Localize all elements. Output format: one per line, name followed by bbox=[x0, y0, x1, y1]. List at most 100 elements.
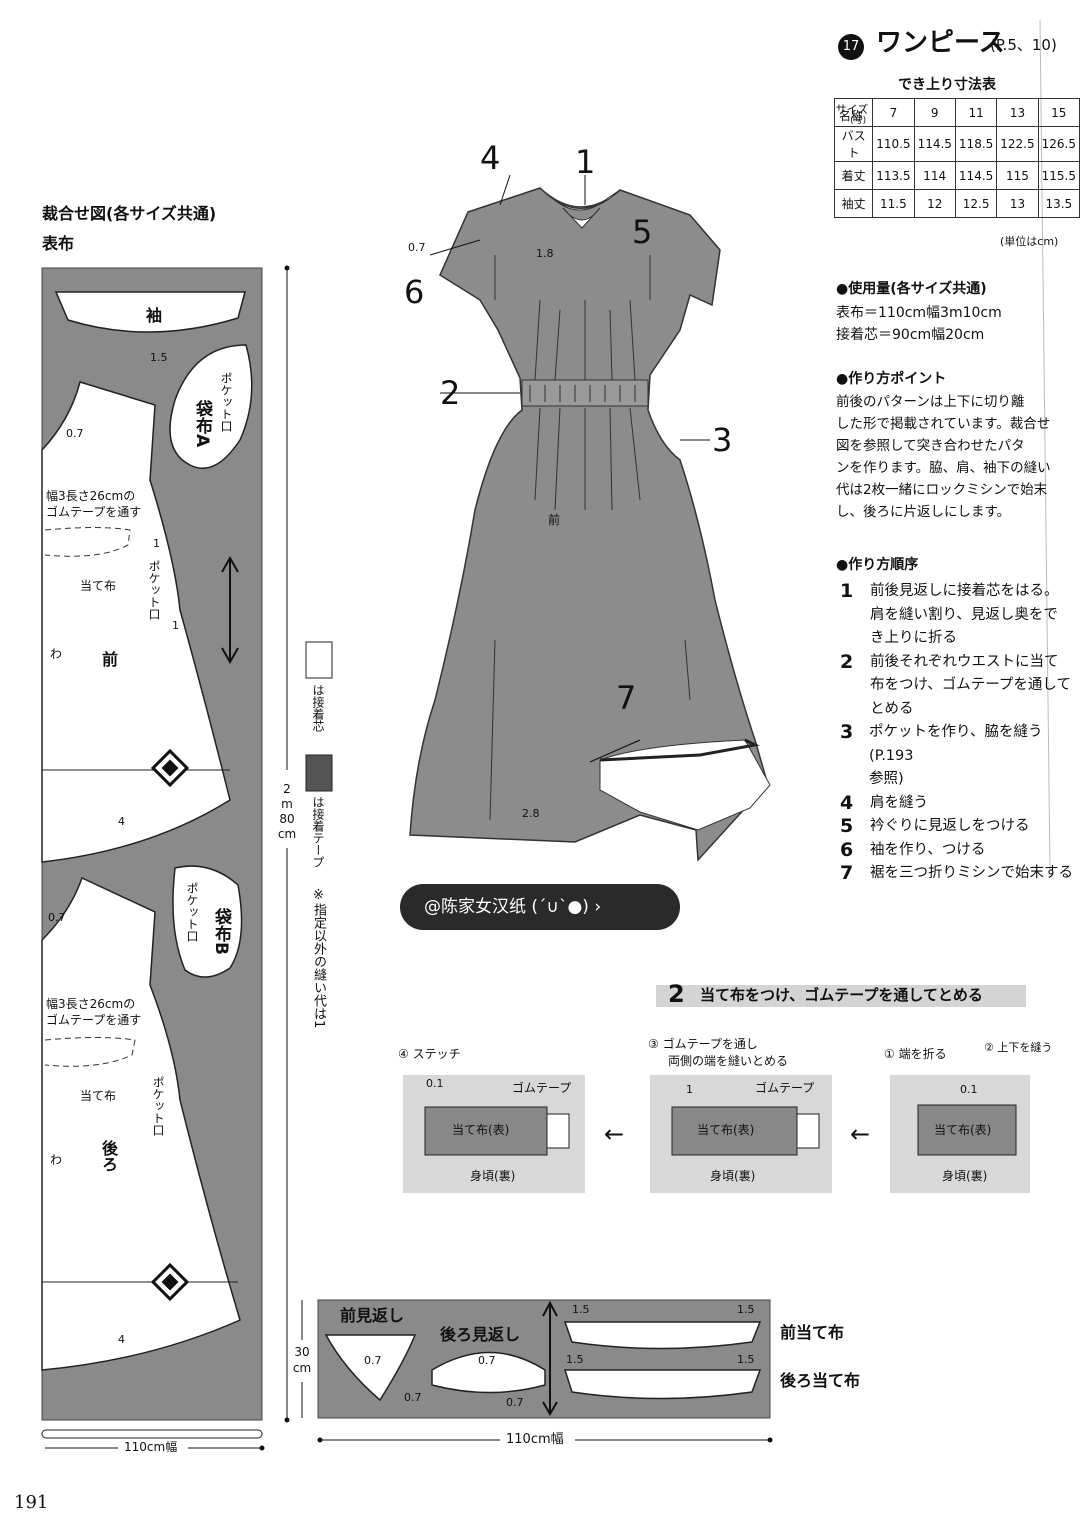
elastic-label: ゴムテープ bbox=[755, 1081, 815, 1095]
step-number: 5 bbox=[840, 815, 854, 837]
fold-label: わ bbox=[50, 1153, 63, 1167]
cell: 11.5 bbox=[872, 189, 915, 218]
step2-title: 当て布をつけ、ゴムテープを通してとめる bbox=[700, 986, 983, 1004]
step-text: ポケットを作り、脇を縫う(P.193 bbox=[869, 724, 1043, 764]
step-number: 2 bbox=[840, 650, 854, 673]
facing-cloth-label: 当て布 bbox=[80, 1089, 117, 1103]
patch-label: 当て布(表) bbox=[697, 1123, 755, 1137]
seam-one: 1 bbox=[172, 619, 179, 632]
length-part: 2 bbox=[283, 782, 291, 796]
dress-shoulder-seam: 0.7 bbox=[408, 241, 426, 254]
watermark-badge[interactable]: @陈家女汉纸 (´∪`●) › bbox=[400, 884, 680, 930]
patch-label: 当て布(表) bbox=[452, 1123, 510, 1137]
dress-neck-seam: 1.8 bbox=[536, 247, 554, 260]
front-label: 前 bbox=[102, 650, 119, 669]
back-label: 後ろ bbox=[99, 1140, 118, 1172]
pocket-opening-label: ポケット口 bbox=[151, 1076, 165, 1136]
facing-seam: 0.7 bbox=[404, 1391, 422, 1404]
step-text: 参照) bbox=[869, 771, 904, 787]
legend-tape: は接着テープ bbox=[311, 796, 325, 868]
size-col: 9 bbox=[913, 98, 956, 127]
facing-seam: 0.7 bbox=[364, 1354, 382, 1367]
bodice-label: 身頃(裏) bbox=[470, 1169, 516, 1183]
step-text: 裾を三つ折りミシンで始末する bbox=[870, 865, 1073, 881]
facing-cloth-label: 当て布 bbox=[80, 579, 117, 593]
cell: 12 bbox=[913, 189, 956, 218]
dress-step-label: 3 bbox=[712, 421, 733, 459]
step-text: 布をつけ、ゴムテープを通して bbox=[870, 677, 1071, 693]
step-number: 4 bbox=[840, 791, 854, 814]
materials-line: 表布＝110cm幅3m10cm bbox=[836, 305, 1002, 321]
step-text: 袖を作り、つける bbox=[870, 841, 986, 858]
legend-note: ※指定以外の縫い代は1 bbox=[311, 888, 326, 1029]
seam-01: 0.1 bbox=[426, 1077, 444, 1090]
order-step: 7 裾を三つ折りミシンで始末する bbox=[840, 862, 1080, 886]
cell: 13 bbox=[996, 189, 1039, 218]
patch-label: 当て布(表) bbox=[934, 1123, 992, 1137]
corner-name-label: 名称 bbox=[839, 109, 864, 123]
seam-1: 1 bbox=[686, 1083, 693, 1096]
step-text: 肩を縫う bbox=[870, 794, 928, 811]
back-patch-label: 後ろ当て布 bbox=[780, 1371, 861, 1390]
fabric-label: 表布 bbox=[42, 234, 75, 253]
step-text: き上りに折る bbox=[870, 630, 957, 646]
thread-elastic-label: ③ ゴムテープを通し bbox=[648, 1037, 758, 1051]
row-name: バスト bbox=[833, 126, 874, 162]
patch-seam: 1.5 bbox=[737, 1303, 755, 1316]
seam-one: 1 bbox=[153, 537, 160, 550]
stitch-label: ④ ステッチ bbox=[398, 1047, 461, 1061]
cell: 13.5 bbox=[1037, 189, 1080, 218]
points-line: 前後のパターンは上下に切り離 bbox=[836, 394, 1025, 410]
elastic-label: ゴムテープ bbox=[512, 1081, 572, 1095]
bodice-label: 身頃(裏) bbox=[710, 1169, 756, 1183]
step-number: 1 bbox=[840, 580, 854, 602]
page-reference: (P.5、10) bbox=[990, 36, 1057, 54]
dress-step-label: 1 bbox=[575, 143, 596, 181]
pocket-opening-label: ポケット口 bbox=[219, 372, 233, 432]
elastic-note: ゴムテープを通す bbox=[46, 1013, 142, 1027]
elastic-note: 幅3長さ26cmの bbox=[46, 997, 136, 1011]
height-part: cm bbox=[292, 1361, 312, 1375]
patch-seam: 1.5 bbox=[572, 1303, 590, 1316]
dress-step-label: 2 bbox=[440, 374, 461, 412]
corner-size-unit: (号) bbox=[850, 116, 867, 126]
step-text: 衿ぐりに見返しをつける bbox=[870, 818, 1030, 834]
cell: 115 bbox=[996, 161, 1039, 190]
thread-elastic-label: 両側の端を縫いとめる bbox=[668, 1054, 789, 1068]
sleeve-label: 袖 bbox=[146, 306, 163, 325]
sleeve-seam: 1.5 bbox=[150, 351, 168, 364]
corner-size-label: サイズ bbox=[835, 103, 869, 116]
bodice-label: 身頃(裏) bbox=[942, 1169, 988, 1183]
materials-heading: ●使用量(各サイズ共通) bbox=[836, 281, 987, 297]
points-line: ンを作ります。脇、肩、袖下の縫い bbox=[836, 460, 1051, 476]
pocket-a-label: 袋布A bbox=[192, 400, 212, 448]
page-title: ワンピース bbox=[876, 28, 1005, 58]
facings-layout bbox=[301, 1299, 773, 1443]
points-line: 代は2枚一緒にロックミシンで始末 bbox=[836, 482, 1048, 498]
step2-illustrations bbox=[403, 985, 1030, 1193]
size-table: サイズ (号) 名称 7 9 11 13 15 バスト 110.5 114.5 … bbox=[833, 98, 1080, 218]
pocket-b-label: 袋布B bbox=[211, 908, 231, 955]
step-text: 前後見返しに接着芯をはる。 bbox=[870, 583, 1059, 599]
hem-seam: 4 bbox=[118, 1333, 125, 1346]
step-number: 7 bbox=[840, 862, 854, 884]
size-col: 15 bbox=[1037, 98, 1080, 127]
front-patch-label: 前当て布 bbox=[780, 1323, 845, 1342]
size-table-corner: サイズ (号) 名称 bbox=[833, 98, 874, 127]
patch-seam: 1.5 bbox=[566, 1353, 584, 1366]
neck-seam-front: 0.7 bbox=[66, 427, 84, 440]
hem-seam: 4 bbox=[118, 815, 125, 828]
row-name: 袖丈 bbox=[833, 189, 874, 218]
points-line: した形で掲載されています。裁合せ bbox=[836, 416, 1051, 432]
dress-front-label: 前 bbox=[548, 513, 561, 527]
size-table-unit: (単位はcm) bbox=[1000, 235, 1059, 248]
step2-number: 2 bbox=[668, 980, 685, 1008]
cell: 122.5 bbox=[996, 126, 1039, 162]
step-number: 6 bbox=[840, 838, 854, 861]
cell: 118.5 bbox=[954, 126, 998, 162]
dress-step-label: 6 bbox=[404, 273, 425, 311]
